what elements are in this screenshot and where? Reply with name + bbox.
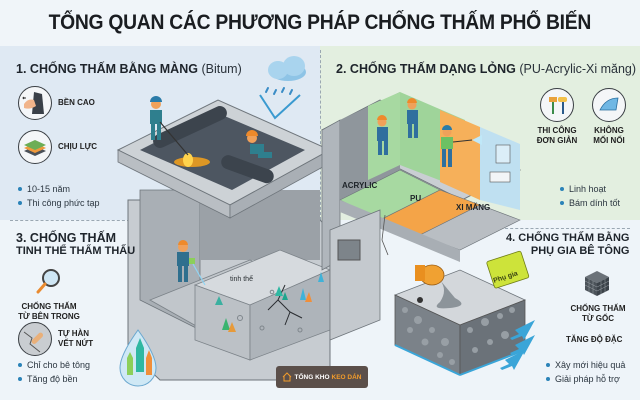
crystal-annotation: tinh thể [230,276,253,283]
magnifier-icon [36,268,62,299]
workers-liquid [377,98,482,167]
worker-roller [246,130,272,158]
divider-left [10,220,130,221]
section-3-bullets: Chỉ cho bê tông Tăng độ bền [18,358,90,386]
feature-inside: CHỐNG THẤM TỪ BÊN TRONG [18,302,80,321]
section-4-title: 4. CHỐNG THẤM BẰNG PHỤ GIA BÊ TÔNG [506,232,630,257]
house-icon [283,372,292,382]
vertical-divider [320,50,321,220]
feature-durable: BỀN CAO [18,86,95,120]
crack-seal-icon [18,322,52,356]
title-bar: TỔNG QUAN CÁC PHƯƠNG PHÁP CHỐNG THẤM PHỔ… [0,0,640,46]
bullet-item: Giải pháp hỗ trợ [546,372,625,386]
stretch-membrane-icon [18,86,52,120]
layers-icon [18,130,52,164]
feature-load-bearing: CHỊU LỰC [18,130,97,164]
feature-density: TĂNG ĐỘ ĐẶC [566,335,623,344]
divider-right [500,228,630,229]
worker-torch [150,96,189,156]
section-1-title: 1. CHỐNG THẤM BẰNG MÀNG (Bitum) [16,62,242,76]
feature-seamless: KHÔNG MỐI NỐI [584,88,634,146]
page-title: TỔNG QUAN CÁC PHƯƠNG PHÁP CHỐNG THẤM PHỔ… [48,11,592,34]
brush-roller-icon [540,88,574,122]
feature-easy-apply: THI CÔNG ĐƠN GIẢN [532,88,582,146]
feature-from-root: CHỐNG THẤM TỪ GỐC [570,304,626,323]
bullet-item: Xây mới hiệu quả [546,358,625,372]
feature-self-heal: TỰ HÀN VẾT NỨT [18,322,93,356]
crystal-drop-icon [119,329,157,387]
floor-label-pu: PU [410,194,422,203]
floor-label-acrylic: ACRYLIC [342,181,378,190]
bullet-item: 10-15 năm [18,182,100,196]
section-1-bullets: 10-15 năm Thi công phức tạp [18,182,100,210]
bullet-item: Linh hoạt [560,182,620,196]
section-3-title: 3. CHỐNG THẤM TINH THỂ THẨM THẤU [16,231,136,258]
bullet-item: Thi công phức tạp [18,196,100,210]
cement-mixer [415,264,462,309]
section-4-bullets: Xây mới hiệu quả Giải pháp hỗ trợ [546,358,625,386]
building-illustration [116,56,535,387]
bullet-item: Chỉ cho bê tông [18,358,90,372]
crystals [215,272,324,333]
bullet-item: Bám dính tốt [560,196,620,210]
floor-label-ximang: XI MĂNG [456,203,491,212]
section-2-title: 2. CHỐNG THẤM DẠNG LỎNG (PU-Acrylic-Xi m… [336,62,637,76]
seamless-sheet-icon [592,88,626,122]
rain-cloud-icon [259,56,306,120]
brand-logo: TỔNG KHO KEO DÁN [276,366,368,388]
cube-grid-icon [582,268,612,303]
worker-crystalline [177,240,206,286]
bullet-item: Tăng độ bền [18,372,90,386]
section-2-bullets: Linh hoạt Bám dính tốt [560,182,620,210]
